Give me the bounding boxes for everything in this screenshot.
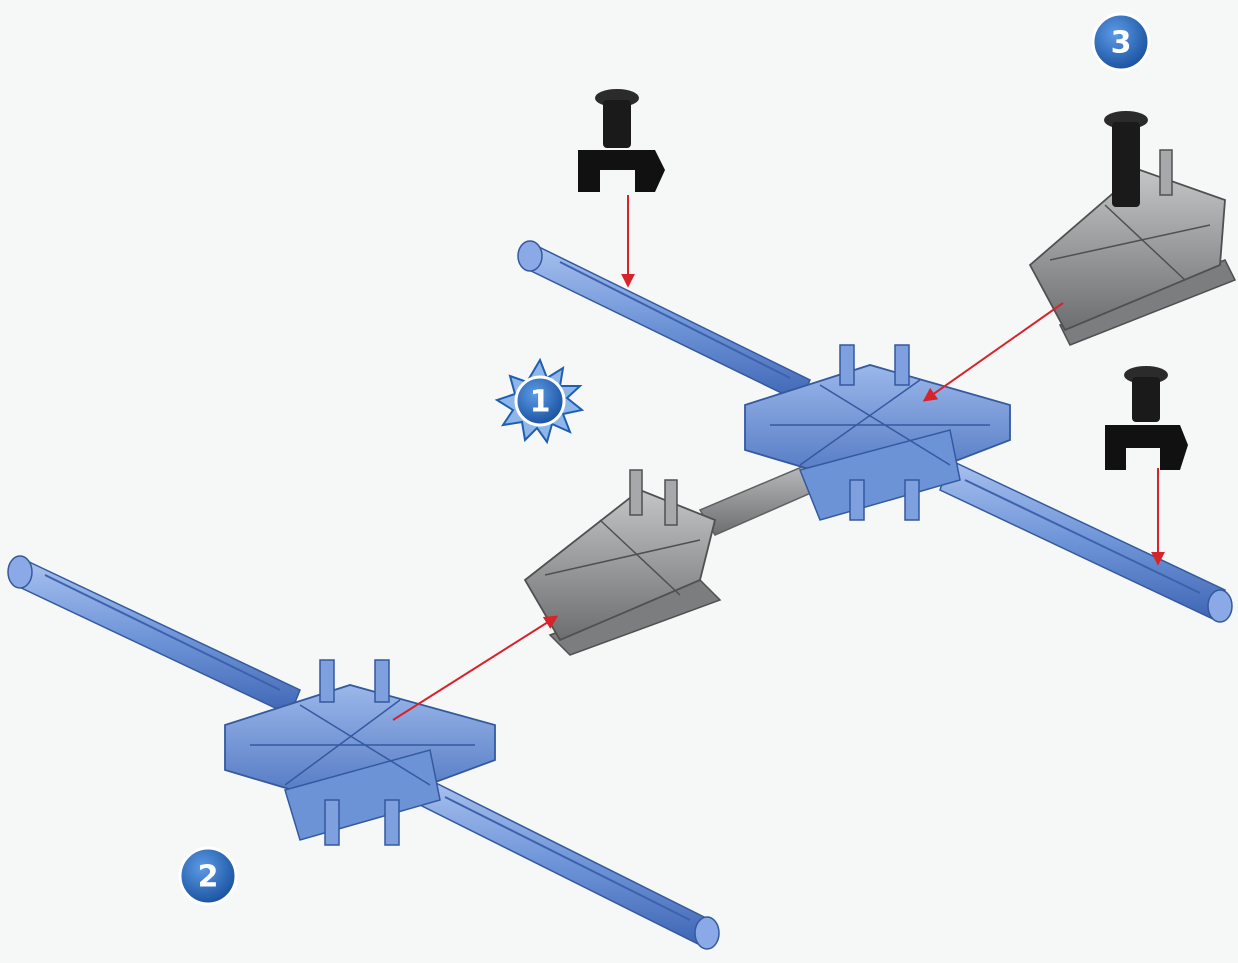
- black-clip-peg-right: [1105, 366, 1188, 470]
- black-clip-peg-top-right: [1104, 111, 1148, 207]
- step-1-badge: 1: [494, 357, 585, 445]
- middle-gray-double-connector: [523, 469, 722, 656]
- step-2-badge: 2: [178, 846, 238, 906]
- lower-blue-hub-connector: [224, 659, 496, 846]
- upper-left-blue-rod: [517, 240, 811, 404]
- step-1-label: 1: [530, 385, 551, 420]
- assembly-arrow-lower-hub-to-gray: [392, 615, 559, 721]
- black-clip-peg-top-left: [578, 89, 665, 192]
- upper-right-blue-rod: [939, 458, 1233, 623]
- upper-right-gray-double-connector: [1028, 149, 1237, 346]
- step-3-badge: 3: [1091, 12, 1151, 72]
- step-3-label: 3: [1111, 26, 1132, 61]
- lower-right-blue-rod: [419, 778, 720, 950]
- step-2-label: 2: [198, 860, 219, 895]
- assembly-arrow-gray-to-upper-hub: [922, 302, 1064, 402]
- upper-blue-hub-connector: [744, 344, 1011, 521]
- lower-left-blue-rod: [7, 555, 301, 717]
